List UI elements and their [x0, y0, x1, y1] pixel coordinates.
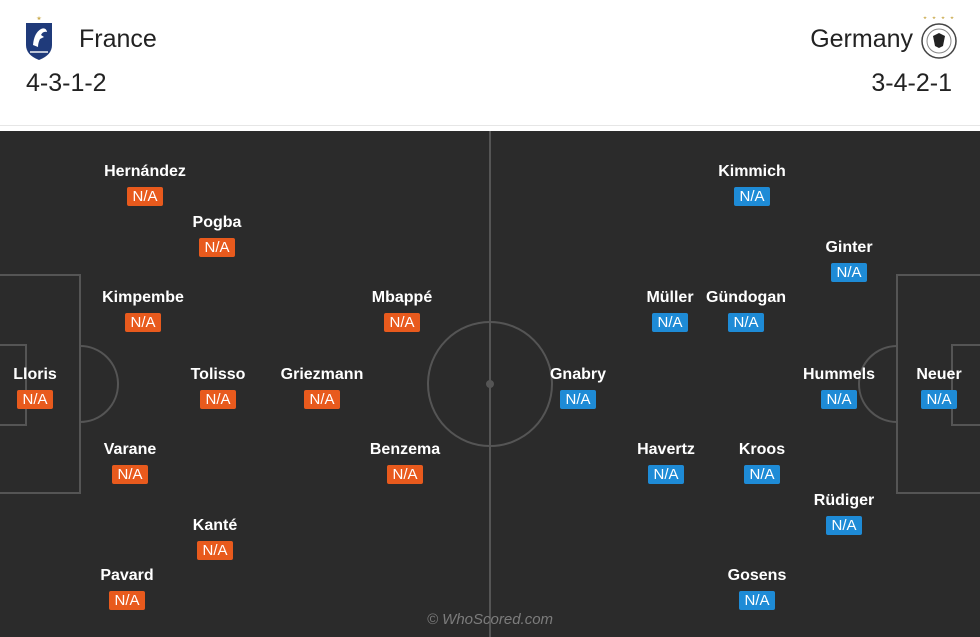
player-name: Varane [103, 441, 157, 458]
player-lloris[interactable]: Lloris N/A [0, 365, 85, 409]
player-rating-badge: N/A [652, 313, 688, 332]
germany-crest-icon [921, 16, 957, 59]
player-name: Havertz [637, 441, 695, 458]
away-team-name[interactable]: Germany [810, 25, 913, 53]
player-rating-badge: N/A [739, 591, 775, 610]
player-rating-badge: N/A [125, 313, 161, 332]
player-kroos[interactable]: Kroos N/A [712, 440, 812, 484]
player-rating-badge: N/A [109, 591, 145, 610]
player-name: Tolisso [190, 366, 246, 383]
player-name: Gündogan [706, 289, 786, 306]
player-rating-badge: N/A [384, 313, 420, 332]
player-gundogan[interactable]: Gündogan N/A [696, 288, 796, 332]
player-name: Lloris [13, 366, 57, 383]
player-rating-badge: N/A [728, 313, 764, 332]
player-hummels[interactable]: Hummels N/A [789, 365, 889, 409]
player-name: Gnabry [549, 366, 606, 383]
player-kante[interactable]: Kanté N/A [165, 516, 265, 560]
player-rating-badge: N/A [197, 541, 233, 560]
player-rating-badge: N/A [826, 516, 862, 535]
player-rating-badge: N/A [560, 390, 596, 409]
home-team-name[interactable]: France [79, 25, 157, 53]
player-name: Pavard [100, 567, 154, 584]
lineup-header: France 4-3-1-2 Germany 3-4-2-1 [0, 0, 980, 126]
player-rating-badge: N/A [112, 465, 148, 484]
player-rating-badge: N/A [744, 465, 780, 484]
player-name: Pogba [192, 214, 242, 231]
player-name: Müller [646, 289, 694, 306]
player-hernandez[interactable]: Hernández N/A [95, 162, 195, 206]
player-rating-badge: N/A [831, 263, 867, 282]
player-muller[interactable]: Müller N/A [620, 288, 720, 332]
pitch-markings [0, 131, 980, 637]
player-varane[interactable]: Varane N/A [80, 440, 180, 484]
player-rudiger[interactable]: Rüdiger N/A [794, 491, 894, 535]
player-name: Kimpembe [102, 289, 184, 306]
player-gnabry[interactable]: Gnabry N/A [528, 365, 628, 409]
player-rating-badge: N/A [200, 390, 236, 409]
player-rating-badge: N/A [17, 390, 53, 409]
player-havertz[interactable]: Havertz N/A [616, 440, 716, 484]
player-rating-badge: N/A [821, 390, 857, 409]
player-tolisso[interactable]: Tolisso N/A [168, 365, 268, 409]
player-pavard[interactable]: Pavard N/A [77, 566, 177, 610]
player-gosens[interactable]: Gosens N/A [707, 566, 807, 610]
player-name: Hummels [802, 366, 876, 383]
home-formation: 4-3-1-2 [26, 69, 107, 97]
player-pogba[interactable]: Pogba N/A [167, 213, 267, 257]
player-kimmich[interactable]: Kimmich N/A [702, 162, 802, 206]
player-rating-badge: N/A [127, 187, 163, 206]
player-name: Kimmich [718, 163, 786, 180]
player-rating-badge: N/A [648, 465, 684, 484]
player-name: Mbappé [371, 289, 433, 306]
player-griezmann[interactable]: Griezmann N/A [272, 365, 372, 409]
player-rating-badge: N/A [921, 390, 957, 409]
player-benzema[interactable]: Benzema N/A [355, 440, 455, 484]
player-name: Benzema [369, 441, 441, 458]
pitch: Hernández N/A Pogba N/A Kimpembe N/A Mba… [0, 131, 980, 637]
player-ginter[interactable]: Ginter N/A [799, 238, 899, 282]
player-name: Gosens [727, 567, 787, 584]
player-name: Rüdiger [813, 492, 875, 509]
player-name: Neuer [916, 366, 962, 383]
whoscored-watermark: © WhoScored.com [426, 611, 554, 628]
player-rating-badge: N/A [304, 390, 340, 409]
away-formation: 3-4-2-1 [871, 69, 952, 97]
france-crest-icon [26, 16, 52, 60]
player-name: Kanté [192, 517, 238, 534]
player-mbappe[interactable]: Mbappé N/A [352, 288, 452, 332]
player-name: Griezmann [280, 366, 364, 383]
player-rating-badge: N/A [734, 187, 770, 206]
player-kimpembe[interactable]: Kimpembe N/A [93, 288, 193, 332]
player-name: Hernández [104, 163, 186, 180]
player-rating-badge: N/A [387, 465, 423, 484]
player-name: Ginter [825, 239, 873, 256]
player-neuer[interactable]: Neuer N/A [889, 365, 980, 409]
player-name: Kroos [738, 441, 786, 458]
player-rating-badge: N/A [199, 238, 235, 257]
